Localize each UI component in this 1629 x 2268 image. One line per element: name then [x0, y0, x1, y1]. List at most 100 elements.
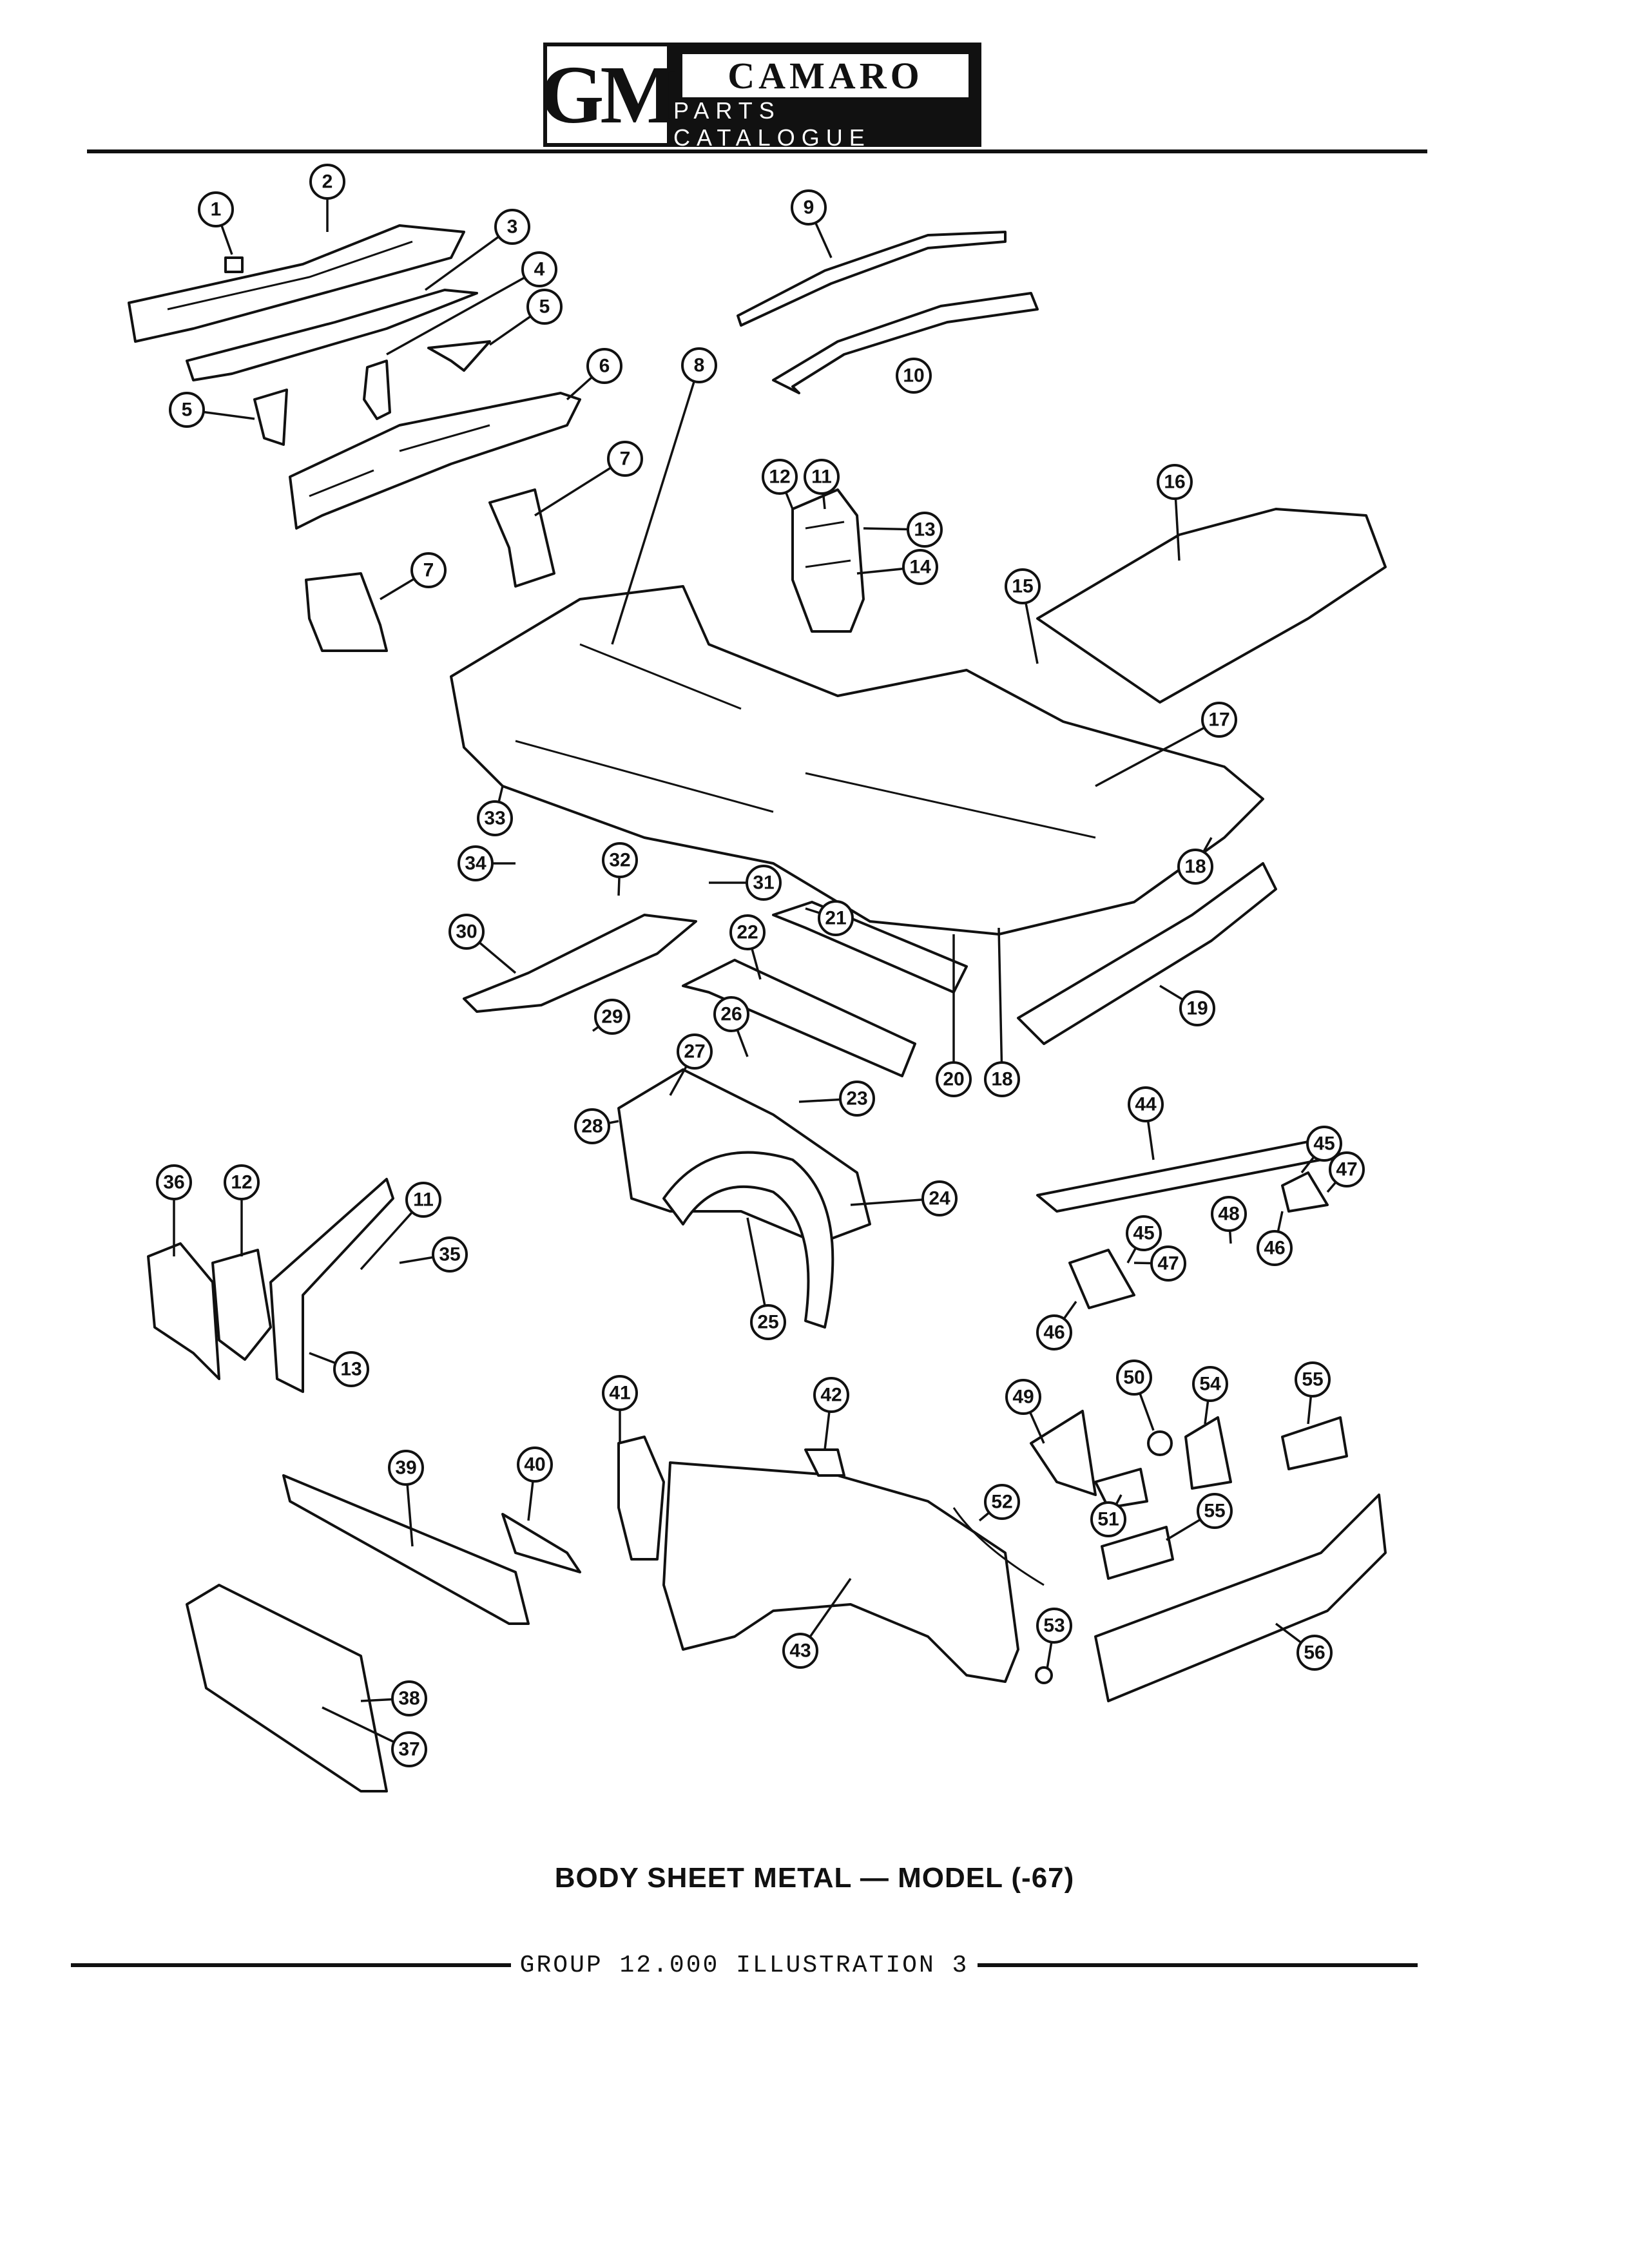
- callout-circle: [1005, 568, 1041, 604]
- callout-number: 16: [1164, 472, 1185, 493]
- callout-number: 55: [1204, 1501, 1225, 1522]
- callout-number: 41: [609, 1383, 630, 1404]
- callout-circle: [602, 842, 638, 878]
- callout-7: 7: [410, 552, 447, 588]
- callout-number: 11: [413, 1189, 434, 1211]
- part-wheelhouse-arch: [662, 1151, 834, 1329]
- callout-23: 23: [839, 1081, 875, 1117]
- callout-number: 54: [1199, 1374, 1221, 1395]
- callout-5: 5: [169, 392, 205, 428]
- footer-rule-right: [978, 1963, 1418, 1967]
- callout-39: 39: [388, 1450, 424, 1486]
- callout-circle: [1177, 849, 1213, 885]
- callout-circle: [432, 1236, 468, 1273]
- part-rocker-22: [682, 959, 916, 1077]
- callout-number: 17: [1208, 709, 1229, 731]
- part-7-lower: [305, 572, 388, 652]
- callout-circle: [602, 1375, 638, 1411]
- part-46-left: [1068, 1249, 1135, 1309]
- callout-circle: [813, 1377, 849, 1413]
- callout-45: 45: [1306, 1126, 1342, 1162]
- callout-7: 7: [607, 441, 643, 477]
- part-40: [501, 1513, 581, 1573]
- part-dash-upper: [186, 289, 478, 381]
- part-46-right: [1281, 1171, 1329, 1213]
- part-quarter-inner: [791, 488, 865, 633]
- callout-number: 43: [789, 1640, 811, 1662]
- callout-number: 50: [1123, 1367, 1144, 1389]
- callout-10: 10: [896, 358, 932, 394]
- callout-circle: [804, 459, 840, 495]
- leader-line-8: [611, 365, 700, 645]
- part-clip: [224, 256, 244, 273]
- callout-number: 45: [1313, 1133, 1335, 1155]
- callout-number: 44: [1135, 1094, 1157, 1115]
- part-door: [186, 1584, 388, 1792]
- callout-34: 34: [458, 845, 494, 881]
- callout-number: 19: [1186, 998, 1208, 1019]
- part-55-lower: [1101, 1526, 1174, 1580]
- callout-circle: [1257, 1230, 1293, 1266]
- model-name: CAMARO: [682, 54, 969, 97]
- illustration-caption: BODY SHEET METAL — MODEL (-67): [554, 1862, 1075, 1894]
- leader-line-4: [386, 268, 540, 356]
- callout-18: 18: [1177, 849, 1213, 885]
- callout-27: 27: [677, 1033, 713, 1070]
- callout-number: 33: [484, 808, 505, 829]
- catalogue-subtitle: PARTS CATALOGUE: [673, 97, 871, 151]
- callout-circle: [574, 1108, 610, 1144]
- callout-number: 49: [1012, 1387, 1034, 1408]
- callout-circle: [1157, 464, 1193, 500]
- part-windshield-frame: [772, 292, 1039, 394]
- callout-circle: [494, 209, 530, 245]
- callout-11: 11: [804, 459, 840, 495]
- callout-circle: [1197, 1493, 1233, 1529]
- callout-number: 2: [322, 171, 333, 193]
- callout-circle: [391, 1731, 427, 1767]
- callout-38: 38: [391, 1680, 427, 1716]
- callout-20: 20: [936, 1061, 972, 1097]
- callout-circle: [677, 1033, 713, 1070]
- callout-30: 30: [448, 914, 485, 950]
- part-rear-panel: [1017, 862, 1277, 1045]
- callout-circle: [984, 1484, 1020, 1520]
- callout-11: 11: [405, 1182, 441, 1218]
- callout-circle: [526, 289, 563, 325]
- callout-number: 11: [811, 466, 832, 488]
- callout-13: 13: [333, 1351, 369, 1387]
- callout-number: 47: [1157, 1253, 1179, 1274]
- callout-circle: [1211, 1196, 1247, 1232]
- callout-19: 19: [1179, 990, 1215, 1026]
- callout-circle: [791, 189, 827, 226]
- callout-circle: [1192, 1366, 1228, 1402]
- callout-number: 25: [757, 1312, 778, 1333]
- callout-circle: [1128, 1086, 1164, 1122]
- callout-circle: [586, 348, 622, 384]
- callout-number: 1: [211, 199, 222, 220]
- callout-circle: [1201, 702, 1237, 738]
- callout-17: 17: [1201, 702, 1237, 738]
- callout-circle: [1126, 1215, 1162, 1251]
- callout-circle: [729, 914, 766, 950]
- callout-14: 14: [902, 549, 938, 585]
- callout-circle: [750, 1304, 786, 1340]
- callout-number: 55: [1302, 1369, 1323, 1390]
- leader-line-17: [1095, 718, 1220, 787]
- callout-28: 28: [574, 1108, 610, 1144]
- callout-number: 12: [769, 466, 790, 488]
- part-55-upper: [1281, 1416, 1348, 1470]
- callout-circle: [309, 164, 345, 200]
- callout-number: 40: [524, 1454, 545, 1475]
- callout-circle: [410, 552, 447, 588]
- callout-number: 7: [423, 560, 434, 581]
- part-bracket-4: [363, 360, 391, 420]
- callout-29: 29: [594, 999, 630, 1035]
- callout-circle: [594, 999, 630, 1035]
- part-41: [617, 1436, 665, 1561]
- callout-circle: [1036, 1314, 1072, 1350]
- callout-2: 2: [309, 164, 345, 200]
- callout-15: 15: [1005, 568, 1041, 604]
- callout-number: 47: [1336, 1159, 1357, 1180]
- callout-circle: [1295, 1361, 1331, 1398]
